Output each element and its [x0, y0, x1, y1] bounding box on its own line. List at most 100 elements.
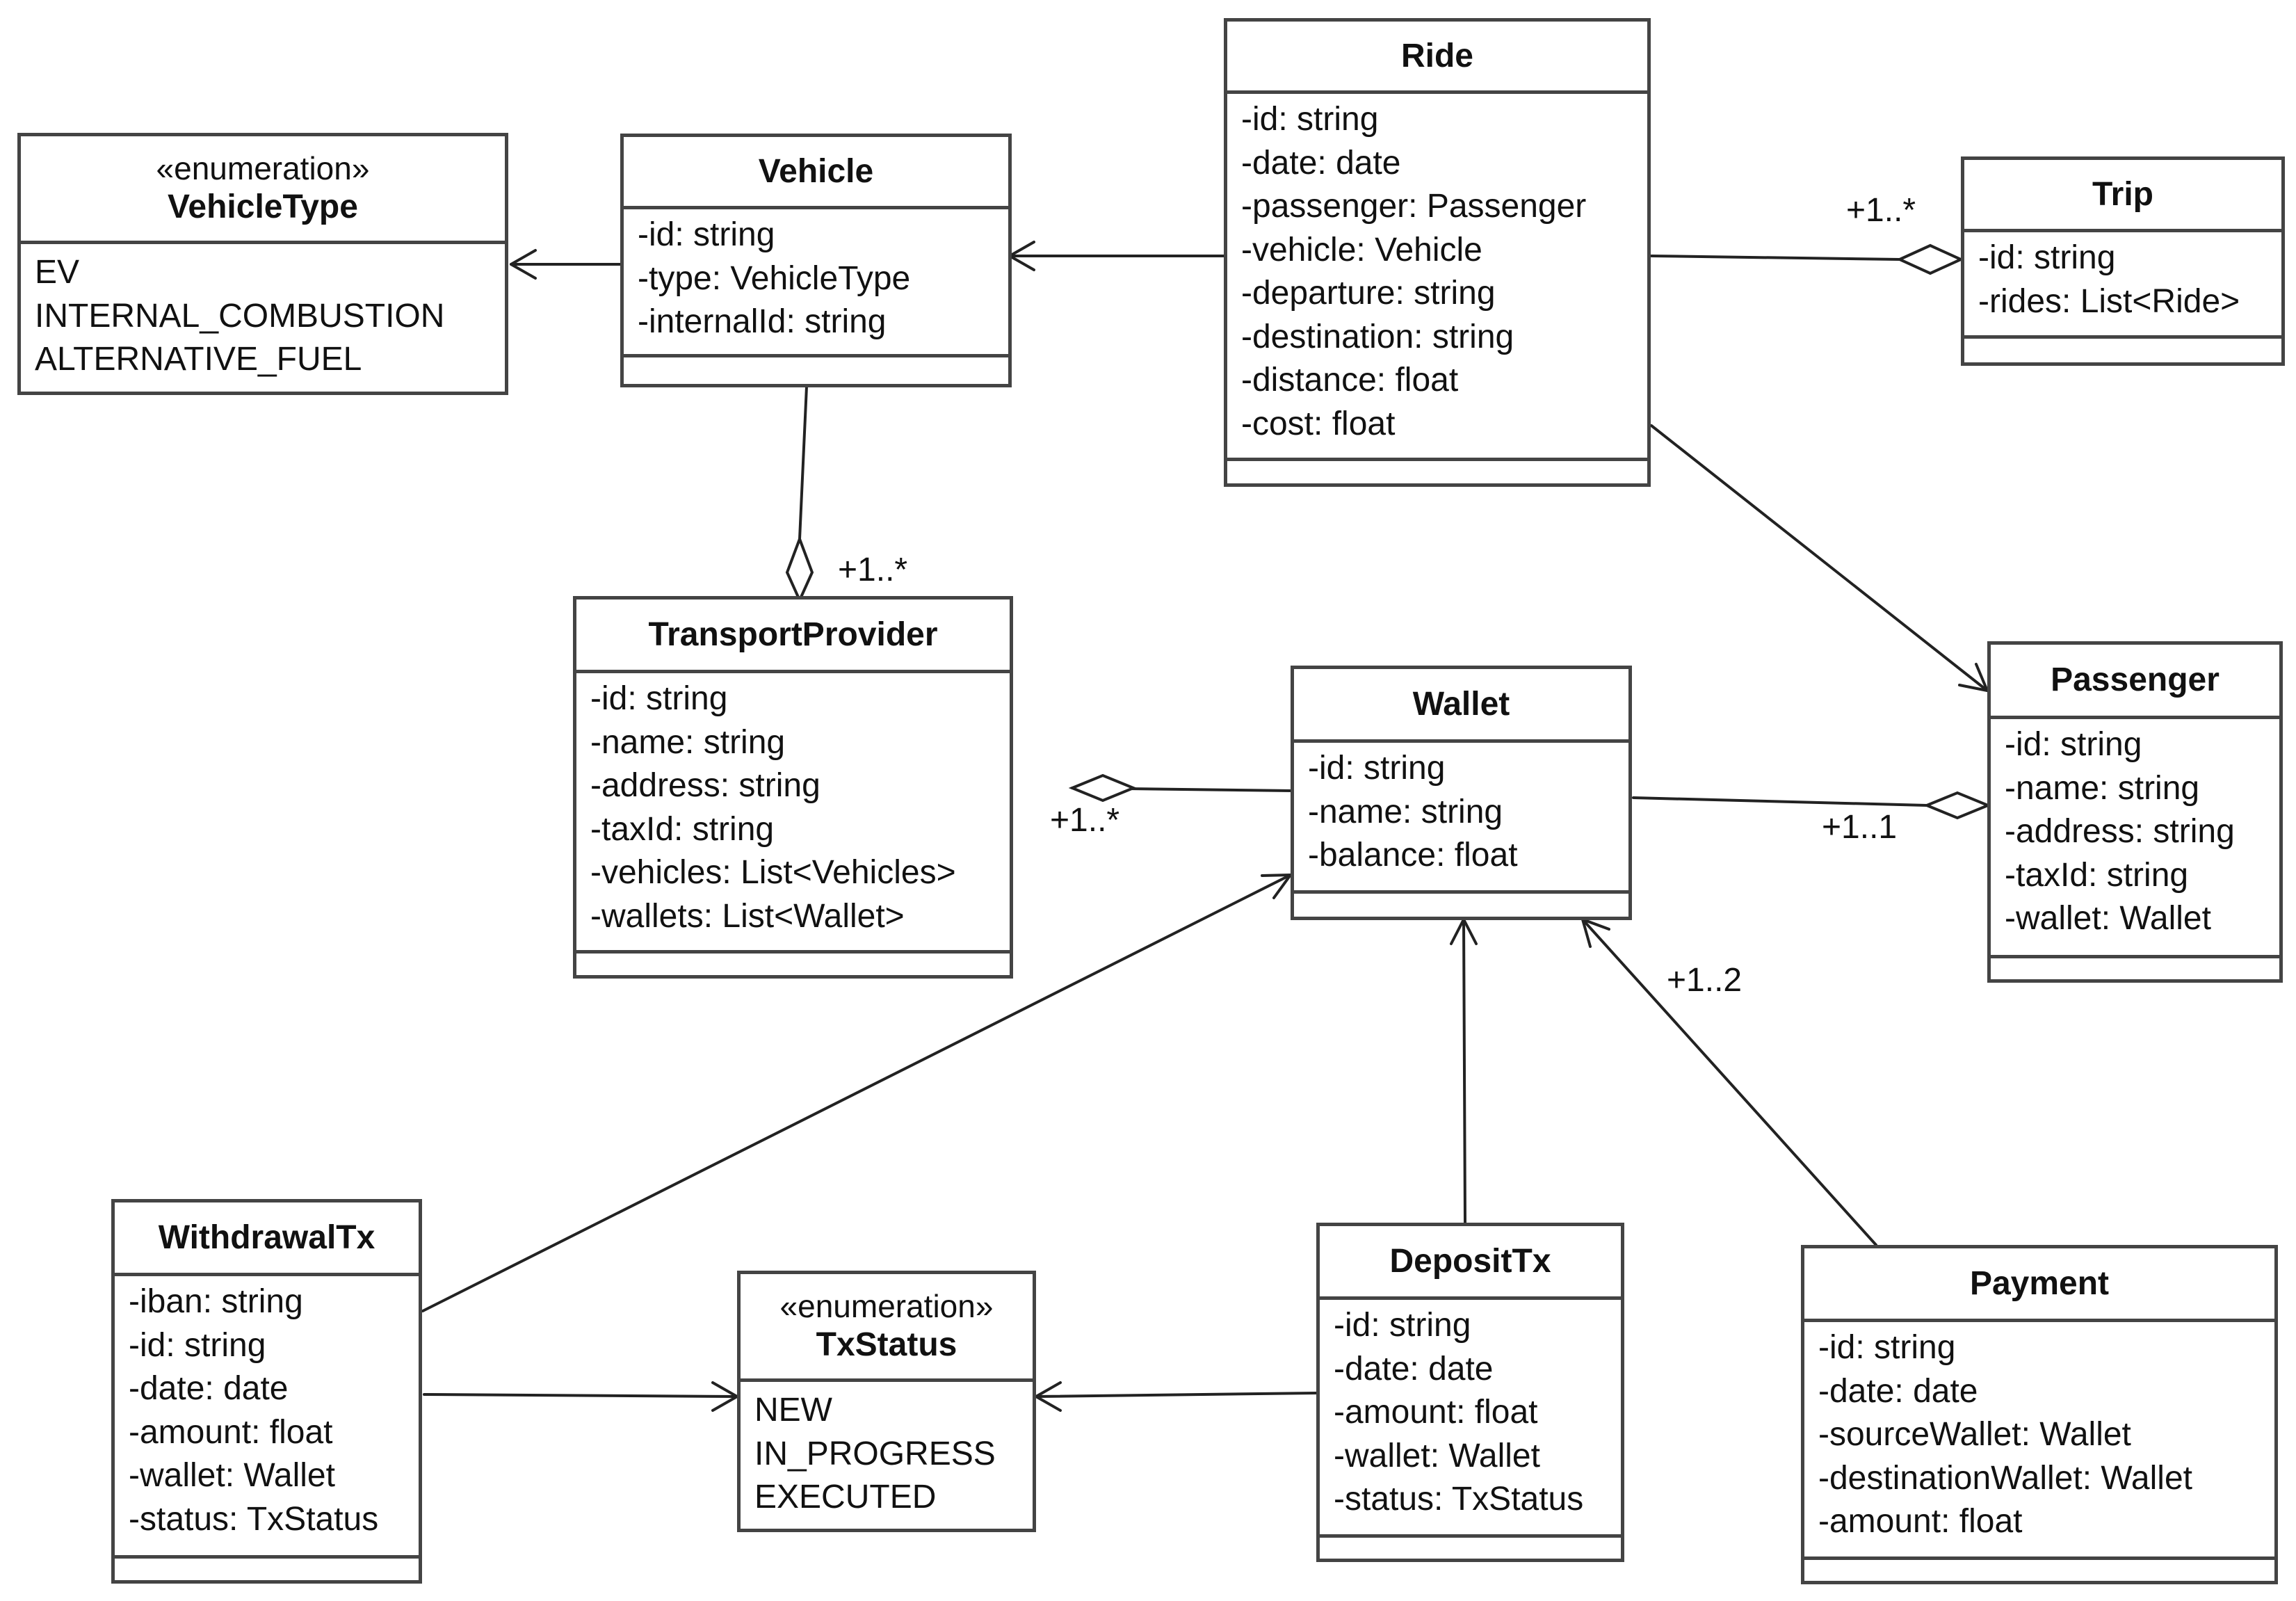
stereotype-label: «enumeration»: [156, 150, 370, 186]
arrowhead-txstatus-deposit: [1035, 1381, 1062, 1412]
attribute: -vehicle: Vehicle: [1241, 231, 1482, 268]
attribute: -amount: float: [1334, 1394, 1538, 1431]
class-name: Payment: [1969, 1264, 2110, 1302]
class-transportprovider: TransportProvider -id: string -name: str…: [573, 596, 1013, 979]
enum-value: IN_PROGRESS: [754, 1435, 996, 1472]
aggregation-diamond-passenger: [1923, 791, 1992, 820]
multiplicity-vehicle-provider: +1..*: [838, 552, 908, 588]
attribute: -destination: string: [1241, 318, 1514, 355]
attribute: -balance: float: [1308, 837, 1518, 874]
class-operations: [1320, 1534, 1621, 1559]
class-name: Trip: [2092, 175, 2153, 213]
attribute: -vehicles: List<Vehicles>: [590, 854, 956, 891]
class-header: TransportProvider: [576, 600, 1010, 673]
attribute: -iban: string: [129, 1283, 303, 1320]
attribute: -sourceWallet: Wallet: [1818, 1416, 2131, 1453]
class-header: Passenger: [1991, 645, 2279, 719]
class-trip: Trip -id: string -rides: List<Ride>: [1961, 156, 2285, 366]
attribute: -taxId: string: [2005, 856, 2189, 894]
class-header: DepositTx: [1320, 1226, 1621, 1300]
class-header: Wallet: [1294, 669, 1628, 743]
attribute: -status: TxStatus: [129, 1500, 379, 1538]
class-operations: [1991, 955, 2279, 979]
attribute: -address: string: [2005, 813, 2235, 850]
class-name: Vehicle: [758, 152, 874, 190]
class-operations: [1227, 458, 1647, 483]
class-txstatus: «enumeration» TxStatus NEW IN_PROGRESS E…: [737, 1271, 1036, 1532]
attribute: -id: string: [590, 680, 728, 717]
attribute: -passenger: Passenger: [1241, 188, 1587, 225]
class-operations: [1964, 335, 2281, 362]
edge-withdrawal-wallet: [421, 874, 1292, 1312]
attribute: -name: string: [2005, 769, 2200, 807]
attribute: -date: date: [129, 1370, 289, 1407]
attribute: -id: string: [638, 216, 775, 253]
class-name: VehicleType: [168, 188, 358, 225]
class-attributes: -id: string -name: string -balance: floa…: [1294, 743, 1628, 890]
attribute: -wallet: Wallet: [1334, 1437, 1540, 1474]
enum-values: NEW IN_PROGRESS EXECUTED: [741, 1382, 1033, 1525]
class-header: Vehicle: [624, 137, 1008, 209]
edge-ride-passenger: [1650, 424, 1989, 692]
attribute: -rides: List<Ride>: [1978, 282, 2240, 320]
stereotype-label: «enumeration»: [779, 1288, 994, 1324]
attribute: -date: date: [1818, 1372, 1978, 1410]
attribute: -wallets: List<Wallet>: [590, 897, 905, 935]
attribute: -name: string: [1308, 793, 1503, 830]
attribute: -id: string: [129, 1326, 266, 1364]
attribute: -amount: float: [129, 1413, 333, 1451]
attribute: -status: TxStatus: [1334, 1481, 1584, 1518]
attribute: -amount: float: [1818, 1503, 2023, 1540]
class-name: WithdrawalTx: [158, 1218, 375, 1256]
class-header: Payment: [1804, 1248, 2274, 1322]
class-header: «enumeration» TxStatus: [741, 1274, 1033, 1382]
class-header: Trip: [1964, 160, 2281, 232]
attribute: -internalId: string: [638, 303, 887, 340]
attribute: -id: string: [1978, 239, 2116, 276]
aggregation-diamond-trip: [1896, 243, 1964, 275]
class-attributes: -id: string -date: date -passenger: Pass…: [1227, 94, 1647, 458]
attribute: -cost: float: [1241, 405, 1396, 442]
class-header: Ride: [1227, 22, 1647, 94]
class-header: WithdrawalTx: [115, 1202, 419, 1276]
attribute: -name: string: [590, 723, 786, 761]
aggregation-diamond-provider-wallet: [1068, 773, 1138, 803]
enum-values: EV INTERNAL_COMBUSTION ALTERNATIVE_FUEL: [21, 244, 505, 387]
attribute: -destinationWallet: Wallet: [1818, 1459, 2192, 1497]
class-name: Passenger: [2051, 661, 2220, 698]
class-vehicletype: «enumeration» VehicleType EV INTERNAL_CO…: [17, 133, 508, 395]
class-deposittx: DepositTx -id: string -date: date -amoun…: [1316, 1223, 1624, 1562]
class-name: Wallet: [1412, 685, 1510, 723]
attribute: -id: string: [1241, 101, 1379, 138]
class-attributes: -id: string -name: string -address: stri…: [576, 673, 1010, 950]
attribute: -departure: string: [1241, 275, 1496, 312]
attribute: -taxId: string: [590, 810, 775, 848]
class-passenger: Passenger -id: string -name: string -add…: [1987, 641, 2283, 983]
edge-deposit-wallet: [1462, 918, 1466, 1224]
class-header: «enumeration» VehicleType: [21, 136, 505, 244]
class-ride: Ride -id: string -date: date -passenger:…: [1224, 18, 1651, 487]
edge-vehicle-provider: [798, 385, 808, 540]
attribute: -id: string: [2005, 726, 2142, 763]
class-name: DepositTx: [1389, 1242, 1551, 1280]
arrowhead-vehicletype: [510, 249, 537, 280]
attribute: -distance: float: [1241, 362, 1459, 399]
attribute: -wallet: Wallet: [129, 1457, 335, 1494]
attribute: -address: string: [590, 767, 820, 804]
multiplicity-wallet-passenger: +1..1: [1822, 809, 1898, 846]
class-payment: Payment -id: string -date: date -sourceW…: [1801, 1245, 2278, 1584]
class-operations: [1294, 890, 1628, 917]
class-attributes: -id: string -rides: List<Ride>: [1964, 232, 2281, 335]
attribute: -date: date: [1241, 144, 1401, 182]
attribute: -id: string: [1308, 750, 1446, 787]
class-attributes: -iban: string -id: string -date: date -a…: [115, 1276, 419, 1555]
attribute: -date: date: [1334, 1350, 1494, 1387]
class-vehicle: Vehicle -id: string -type: VehicleType -…: [620, 134, 1012, 387]
edge-deposit-txstatus: [1035, 1392, 1318, 1398]
enum-value: EV: [35, 254, 80, 291]
class-wallet: Wallet -id: string -name: string -balanc…: [1291, 666, 1632, 920]
class-attributes: -id: string -date: date -amount: float -…: [1320, 1300, 1621, 1534]
attribute: -wallet: Wallet: [2005, 900, 2211, 937]
